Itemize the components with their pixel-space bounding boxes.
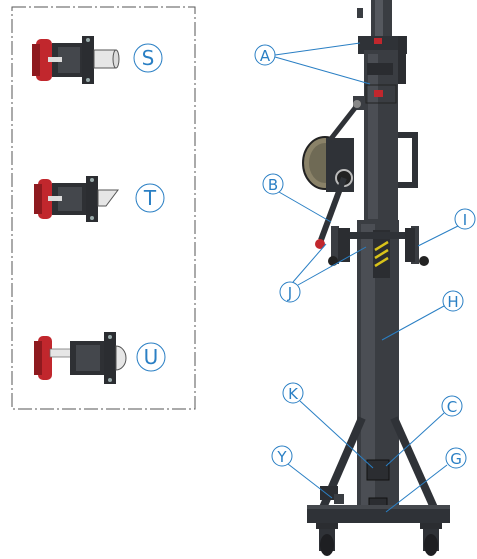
label-j: J [287, 284, 292, 302]
winch-variant-inset: S T [11, 6, 196, 410]
callout-g [385, 447, 467, 513]
left-caster [316, 523, 338, 556]
callout-c [385, 395, 463, 467]
label-c: C [447, 398, 457, 416]
callout-y [271, 445, 333, 499]
callout-s: S [133, 43, 163, 73]
callout-labels: A B I J H K C Y G [260, 47, 467, 468]
callout-h [381, 290, 464, 341]
callout-i [417, 208, 476, 247]
crank-handle [315, 239, 325, 249]
label-h: H [447, 293, 458, 311]
callout-b [262, 173, 332, 223]
base-beam [307, 505, 450, 523]
outrigger-bar [337, 232, 417, 239]
label-g: G [450, 450, 462, 468]
callout-j [279, 243, 367, 303]
svg-text:S: S [142, 46, 155, 70]
label-k: K [288, 385, 299, 403]
callout-u: U [136, 342, 166, 372]
svg-text:U: U [144, 345, 159, 369]
svg-text:T: T [143, 186, 157, 210]
label-y: Y [276, 448, 287, 466]
winch [302, 106, 357, 192]
label-b: B [268, 176, 278, 194]
label-a: A [260, 47, 271, 65]
callout-k [282, 382, 374, 469]
callouts [254, 42, 476, 513]
lift-tower [302, 0, 450, 556]
callout-a [254, 42, 371, 85]
crank-arm [318, 176, 347, 242]
variant-u: U [34, 332, 166, 384]
inset-frame [11, 6, 196, 410]
right-leg [390, 416, 439, 512]
label-i: I [463, 211, 467, 229]
right-caster [420, 523, 442, 556]
variant-s: S [32, 36, 163, 84]
variant-t: T [34, 176, 165, 222]
side-handle [398, 132, 418, 188]
callout-t: T [135, 183, 165, 213]
